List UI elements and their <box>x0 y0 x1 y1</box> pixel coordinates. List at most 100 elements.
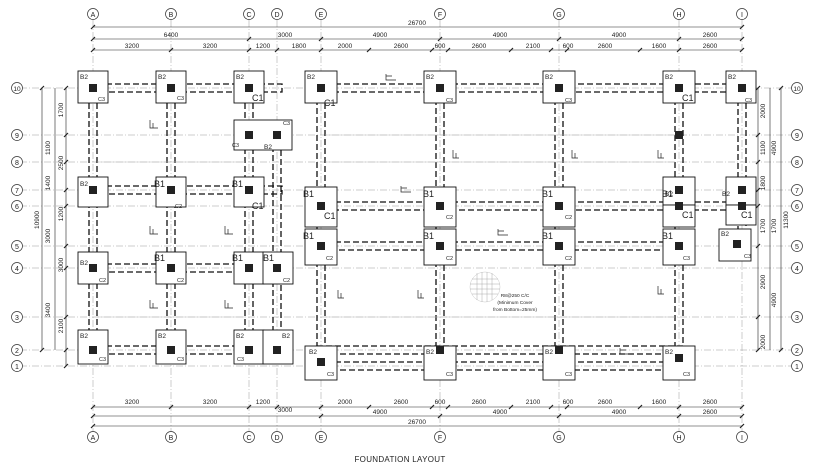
grid-label-5-right: 5 <box>795 244 799 251</box>
label-b2: B2 <box>307 74 315 81</box>
label-c3: C3 <box>446 98 453 104</box>
dim-bot-1-m: 2600 <box>703 399 718 406</box>
rebar-note-line2: (Minimum Cover <box>497 300 533 306</box>
label-c1: C1 <box>741 210 753 220</box>
dim-right-overall: 11300 <box>783 211 790 229</box>
dim-bot-1-k: 2600 <box>598 399 613 406</box>
label-c3: C3 <box>177 96 184 102</box>
dim-left-e: 1200 <box>58 206 65 221</box>
label-b2: B2 <box>264 144 272 151</box>
grid-label-d-top: D <box>274 12 279 19</box>
dim-right-d: 1700 <box>760 218 767 233</box>
label-b1: B1 <box>154 253 165 263</box>
label-b2: B2 <box>665 349 673 356</box>
dim-right-c: 1800 <box>760 175 767 190</box>
grid-label-10-right: 10 <box>793 86 801 93</box>
label-b1: B1 <box>542 231 553 241</box>
label-b1: B1 <box>542 189 553 199</box>
dim-bot-2-a: 4900 <box>373 409 388 416</box>
rebar-note-line3: from Bottom=25mm) <box>493 307 537 313</box>
label-c2: C2 <box>326 256 333 262</box>
grid-label-g-bottom: G <box>556 435 561 442</box>
label-c2: C2 <box>99 278 106 284</box>
label-c3: C3 <box>98 97 105 103</box>
dim-top-2-f: 2600 <box>394 43 409 50</box>
grid-label-10-left: 10 <box>13 86 21 93</box>
label-c2: C2 <box>283 278 290 284</box>
label-b2: B2 <box>545 349 553 356</box>
grid-label-b-top: B <box>169 12 174 19</box>
label-c3: C3 <box>683 256 690 262</box>
grid-label-4-right: 4 <box>795 266 799 273</box>
mesh-symbol <box>469 271 501 303</box>
grid-label-7-left: 7 <box>15 188 19 195</box>
label-b2: B2 <box>426 349 434 356</box>
grid-label-a-top: A <box>91 12 96 19</box>
label-b2: B2 <box>158 333 166 340</box>
grid-label-f-top: F <box>438 12 442 19</box>
dim-bot-2-c: 4900 <box>612 409 627 416</box>
label-c3: C3 <box>177 357 184 363</box>
grid-label-3-right: 3 <box>795 315 799 322</box>
label-b2: B2 <box>236 333 244 340</box>
dim-top-2-h: 2600 <box>472 43 487 50</box>
dim-bot-1-i: 2100 <box>526 399 541 406</box>
dim-left-g: 3000 <box>58 257 65 272</box>
label-b1: B1 <box>303 189 314 199</box>
grid-label-6-left: 6 <box>15 204 19 211</box>
grid-label-c-bottom: C <box>246 435 251 442</box>
label-b2: B2 <box>665 74 673 81</box>
label-b2: B2 <box>309 349 317 356</box>
label-c3: C3 <box>565 372 572 378</box>
grid-label-c-top: C <box>246 12 251 19</box>
dim-top-2-a: 3200 <box>125 43 140 50</box>
dim-bot-1-e: 2000 <box>338 399 353 406</box>
label-c1: C1 <box>324 211 336 221</box>
grid-label-1-right: 1 <box>795 364 799 371</box>
dim-left-h: 3400 <box>45 302 52 317</box>
row-bubbles-left: 10 9 8 7 6 5 4 3 2 1 <box>11 82 23 372</box>
dim-left-i: 2100 <box>58 318 65 333</box>
label-b1: B1 <box>662 189 673 199</box>
dim-left-d: 1400 <box>45 175 52 190</box>
label-c3: C3 <box>744 254 751 260</box>
dim-top-1-a: 6400 <box>164 32 179 39</box>
dim-top-2-b: 3200 <box>203 43 218 50</box>
label-b1: B1 <box>263 253 274 263</box>
label-b1: B1 <box>232 253 243 263</box>
label-c3: C3 <box>327 372 334 378</box>
label-c1: C1 <box>682 210 694 220</box>
label-c3: C3 <box>745 98 752 104</box>
dim-top-2-d: 1800 <box>292 43 307 50</box>
label-b2: B2 <box>728 74 736 81</box>
grid-label-h-top: H <box>676 12 681 19</box>
label-b2: B2 <box>665 191 673 198</box>
label-b2: B2 <box>80 74 88 81</box>
grid-label-h-bottom: H <box>676 435 681 442</box>
footings <box>77 70 757 381</box>
plinth-beams <box>87 83 748 371</box>
columns <box>89 84 746 366</box>
footing-labels: B2 B2 B2 B2 B2 B2 B2 B2 B2 B2 B2 B2 B2 B… <box>80 74 753 378</box>
label-c1: C1 <box>324 98 336 108</box>
dim-top-2-c: 1200 <box>256 43 271 50</box>
grid-label-e-top: E <box>319 12 324 19</box>
dim-left-f: 3000 <box>45 228 52 243</box>
column-bubbles-top: A B C D E F G H I <box>87 8 748 20</box>
label-c1: C1 <box>682 93 694 103</box>
grid-label-6-right: 6 <box>795 204 799 211</box>
grid-label-3-left: 3 <box>15 315 19 322</box>
grid-label-2-left: 2 <box>15 348 19 355</box>
label-c2: C2 <box>565 215 572 221</box>
dim-bot-1-c: 1200 <box>256 399 271 406</box>
label-c2: C2 <box>175 204 182 210</box>
dim-bot-1-g: 600 <box>435 399 446 406</box>
label-c3: C3 <box>99 357 106 363</box>
label-b2: B2 <box>426 74 434 81</box>
label-b2: B2 <box>158 74 166 81</box>
label-c2: C2 <box>446 256 453 262</box>
dim-bot-1-b: 3200 <box>203 399 218 406</box>
label-b2: B2 <box>721 231 729 238</box>
grid-label-e-bottom: E <box>319 435 324 442</box>
right-dimensions: 2000 1100 1800 1700 1700 2900 2000 4900 … <box>755 85 790 353</box>
